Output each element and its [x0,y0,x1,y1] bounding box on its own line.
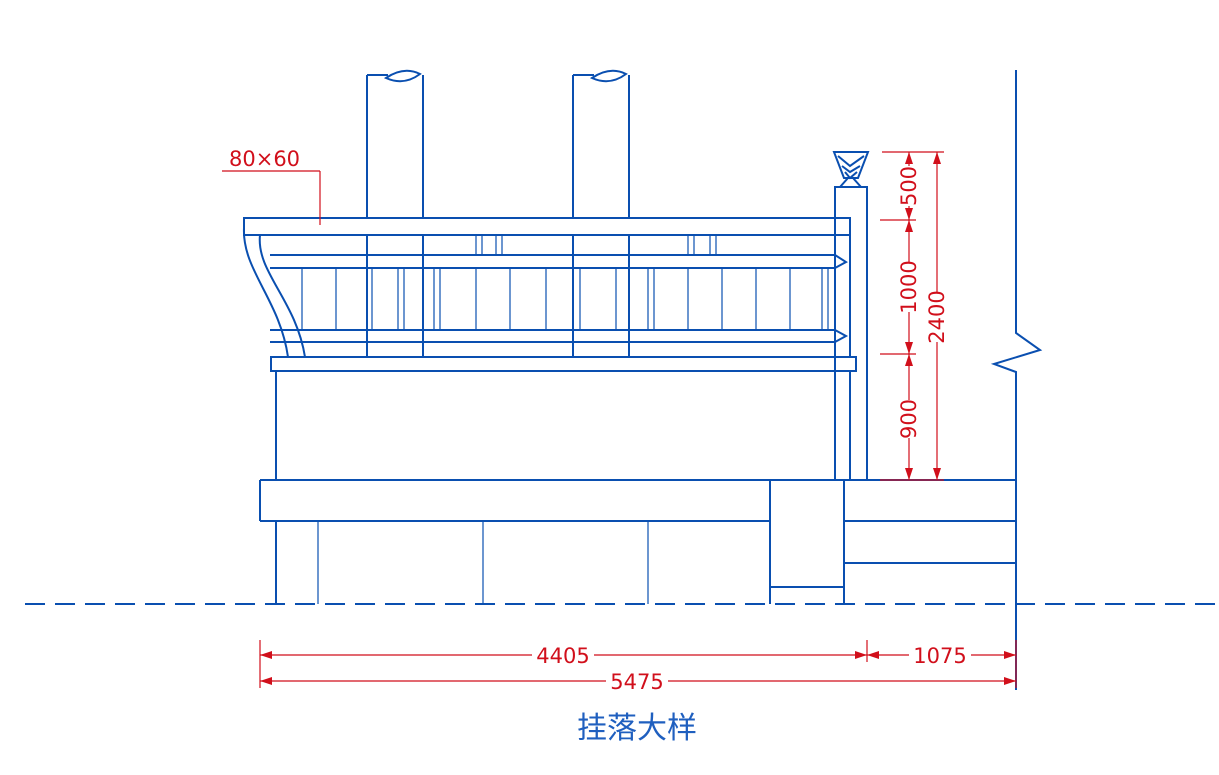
horizontal-dimension-arrows [260,651,1016,685]
vertical-dimension-arrows [905,152,941,480]
dim-1000: 1000 [897,260,921,313]
base-platform [259,479,1016,604]
vertical-dimension-masks [899,166,947,438]
column-right [572,69,630,357]
member-size-leader [222,170,321,225]
railing-wall [270,356,857,480]
lattice-balusters [301,268,829,330]
column-left [366,69,424,357]
dim-5475: 5475 [610,670,663,694]
dim-900: 900 [897,399,921,439]
member-size-label: 80×60 [229,147,300,171]
dim-1075: 1075 [913,644,966,668]
wall-break-line [990,70,1043,690]
drawing-title: 挂落大样 [577,711,697,746]
dim-500: 500 [897,166,921,206]
dim-4405: 4405 [536,644,589,668]
top-band-strips [475,235,717,255]
horizontal-dimension-masks [532,644,971,692]
base-joints [317,521,649,604]
top-rail [243,217,851,357]
curved-bracket [242,227,306,358]
dim-2400: 2400 [925,290,949,343]
